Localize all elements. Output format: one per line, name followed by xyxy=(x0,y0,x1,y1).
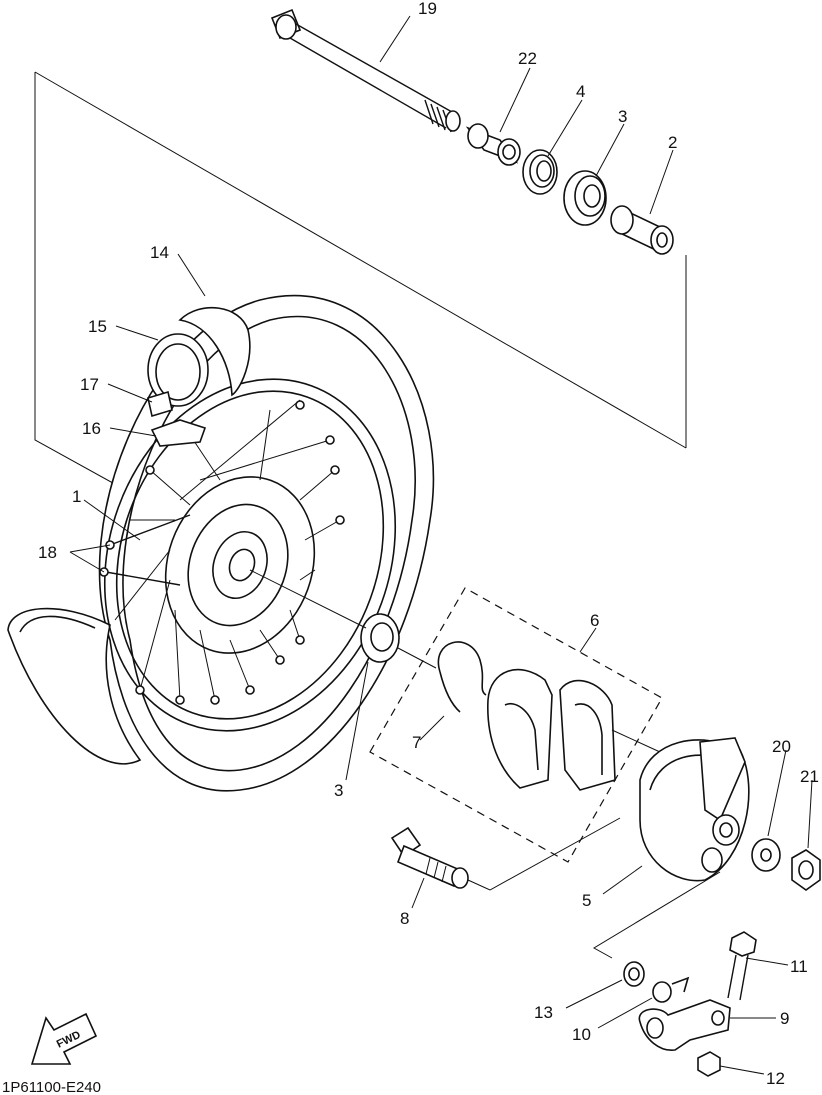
callout-8: 8 xyxy=(400,909,409,928)
part-washer xyxy=(751,838,781,872)
callout-17: 17 xyxy=(80,375,99,394)
callout-22: 22 xyxy=(518,49,537,68)
callout-20: 20 xyxy=(772,737,791,756)
callout-19: 19 xyxy=(418,0,437,18)
part-brake-plate xyxy=(639,737,750,882)
part-bearing-lower xyxy=(249,569,437,669)
callout-6: 6 xyxy=(590,611,599,630)
part-lever-washer xyxy=(652,976,690,1003)
callout-18: 18 xyxy=(38,543,57,562)
part-spacer xyxy=(465,123,521,166)
diagram-code: 1P61100-E240 xyxy=(2,1079,101,1095)
callout-11: 11 xyxy=(790,957,808,976)
brake-shoe-kit xyxy=(369,587,663,863)
callout-2: 2 xyxy=(668,133,677,152)
part-lever-spacer xyxy=(593,871,721,987)
callout-1: 1 xyxy=(72,487,81,506)
part-rim-band xyxy=(150,419,207,447)
callout-7: 7 xyxy=(412,733,421,752)
part-tire-section xyxy=(178,306,251,397)
callout-3: 3 xyxy=(618,107,627,126)
callout-10: 10 xyxy=(572,1025,591,1044)
part-lever-bolt xyxy=(727,931,757,1001)
part-bearing-upper xyxy=(563,170,607,226)
callout-15: 15 xyxy=(88,317,107,336)
callout-14: 14 xyxy=(150,243,169,262)
leader-lines xyxy=(69,15,813,1075)
assembly-reference-lines xyxy=(34,71,687,499)
part-axle-nut xyxy=(791,849,821,891)
part-wheel xyxy=(7,294,435,792)
callout-9: 9 xyxy=(780,1009,789,1028)
callout-13: 13 xyxy=(534,1003,553,1022)
callout-3-lower: 3 xyxy=(334,781,343,800)
callout-5: 5 xyxy=(582,891,591,910)
part-collar xyxy=(610,205,674,255)
callout-21: 21 xyxy=(800,767,819,786)
callout-12: 12 xyxy=(766,1069,785,1088)
part-tube xyxy=(147,333,209,407)
callout-4: 4 xyxy=(576,82,585,101)
part-lever-nut xyxy=(697,1051,721,1077)
part-valve-cap xyxy=(147,390,173,418)
part-cam-lever xyxy=(638,999,731,1051)
part-axle xyxy=(270,8,461,133)
fwd-arrow-icon: FWD xyxy=(30,1012,98,1065)
callout-16: 16 xyxy=(82,419,101,438)
part-oil-seal xyxy=(522,149,558,195)
part-camshaft xyxy=(390,817,621,891)
callout-labels: 19 22 4 3 2 14 15 17 16 1 18 6 7 3 20 21… xyxy=(38,0,819,1088)
